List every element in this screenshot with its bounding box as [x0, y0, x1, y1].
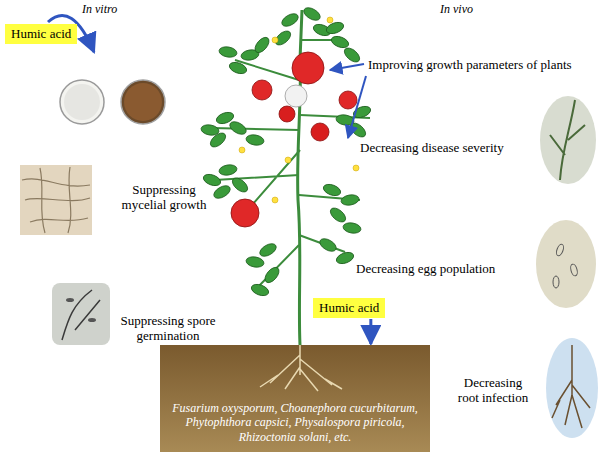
pointer-arrow: [348, 76, 366, 138]
effect-label: Decreasing egg population: [356, 262, 495, 277]
root-photo: [546, 338, 598, 438]
egg-photo: [536, 220, 596, 308]
effect-label: Suppressing mycelial growth: [118, 183, 210, 213]
effect-label: Improving growth parameters of plants: [368, 58, 572, 73]
substance-box: Humic acid: [313, 298, 385, 318]
soil-band: Fusarium oxysporum, Choanephora cucurbit…: [160, 345, 430, 452]
substance-label: Humic acid: [319, 300, 379, 316]
spore-photo: [52, 283, 110, 345]
substance-box: Humic acid: [5, 24, 77, 44]
disease-photo: [540, 96, 596, 184]
section-heading: In vitro: [82, 3, 117, 17]
effect-label: Suppressing spore germination: [116, 314, 220, 344]
pathogen-list: Fusarium oxysporum, Choanephora cucurbit…: [170, 401, 420, 444]
section-heading: In vivo: [440, 3, 473, 17]
pointer-arrow: [330, 64, 364, 70]
mycelium-photo: [20, 165, 92, 235]
effect-label: Decreasing root infection: [452, 376, 534, 406]
connector-arrow: [369, 319, 372, 344]
effect-label: Decreasing disease severity: [360, 141, 504, 156]
substance-label: Humic acid: [11, 26, 71, 42]
petri-dishes: [60, 80, 165, 124]
tomato-plant: [200, 5, 372, 345]
